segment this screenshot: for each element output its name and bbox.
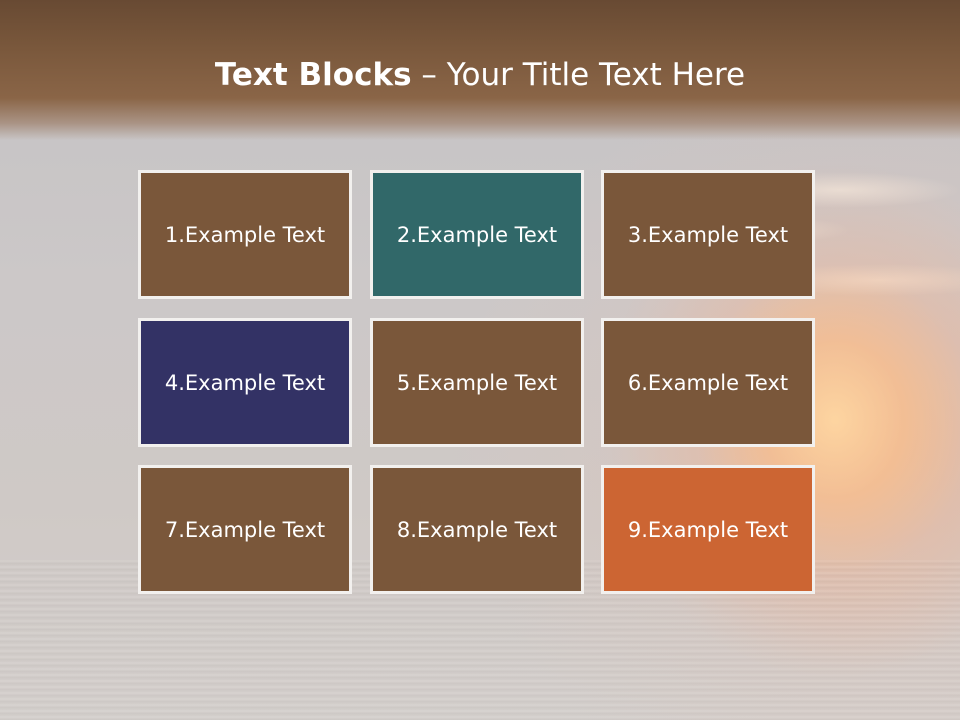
text-block-1[interactable]: 1.Example Text [138,170,352,299]
text-block-7[interactable]: 7.Example Text [138,465,352,594]
text-block-3[interactable]: 3.Example Text [601,170,815,299]
title-rest-part: Your Title Text Here [446,57,746,93]
text-block-8[interactable]: 8.Example Text [370,465,584,594]
title-dash: – [411,57,447,93]
text-block-4[interactable]: 4.Example Text [138,318,352,447]
text-block-5[interactable]: 5.Example Text [370,318,584,447]
text-block-9[interactable]: 9.Example Text [601,465,815,594]
slide-title[interactable]: Text Blocks – Your Title Text Here [0,52,960,98]
text-block-6[interactable]: 6.Example Text [601,318,815,447]
text-block-grid: 1.Example Text 2.Example Text 3.Example … [138,170,816,594]
title-bold-part: Text Blocks [214,57,412,93]
text-block-2[interactable]: 2.Example Text [370,170,584,299]
title-band [0,0,960,140]
